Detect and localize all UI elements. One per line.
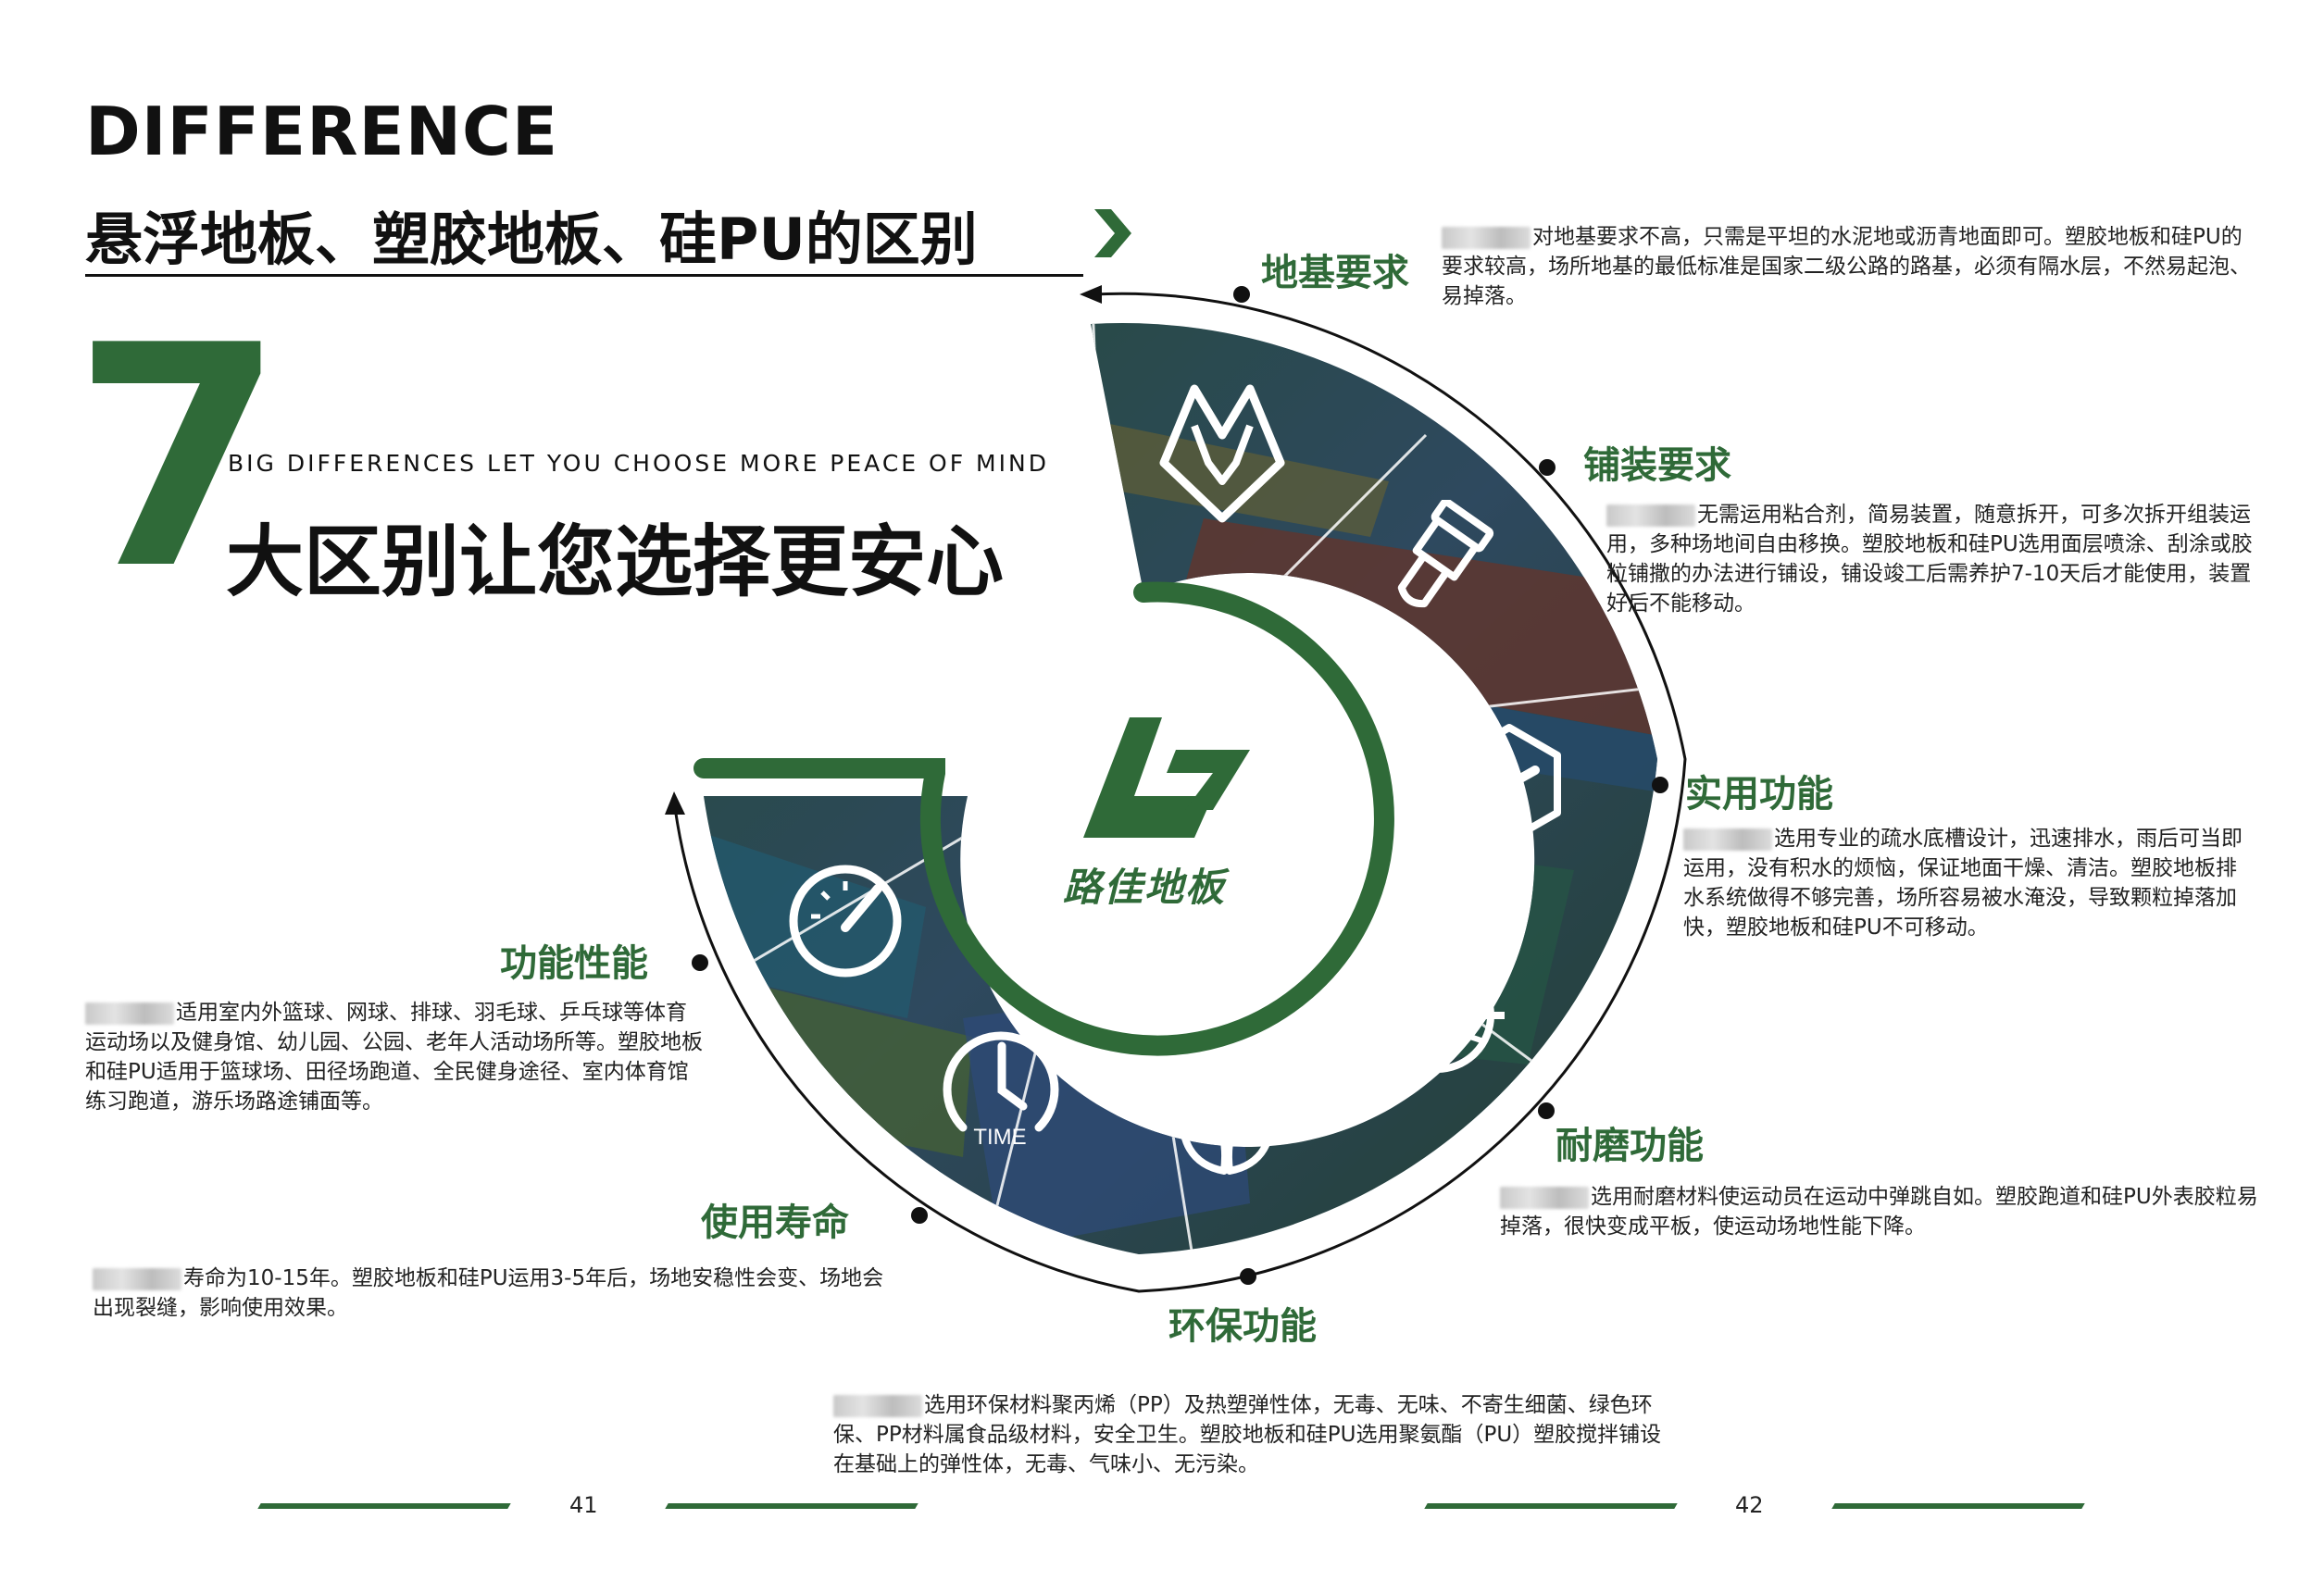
footer-bar [1424, 1503, 1678, 1509]
clock-time-label: TIME [973, 1125, 1026, 1150]
heading-eco: 环保功能 [1168, 1305, 1317, 1348]
heading-paving: 铺装要求 [1583, 444, 1731, 487]
slogan-chinese: 大区别让您选择更安心 [226, 517, 1005, 607]
hexagon-y-icon [1457, 724, 1561, 844]
blurred-brand [833, 1394, 922, 1417]
desc-wear: 选用耐磨材料使运动员在运动中弹跳自如。塑胶跑道和硅PU外表胶粒易掉落，很快变成平… [1500, 1185, 2258, 1239]
big-number-seven: 7 [72, 280, 285, 636]
desc-eco: 选用环保材料聚丙烯（PP）及热塑弹性体，无毒、无味、不寄生细菌、绿色环保、PP材… [833, 1393, 1662, 1476]
desc-life: 寿命为10-15年。塑胶地板和硅PU运用3-5年后，场地安稳性会变、场地会出现裂… [93, 1266, 884, 1320]
desc-practical: 选用专业的疏水底槽设计，迅速排水，雨后可当即运用，没有积水的烦恼，保证地面干燥、… [1683, 827, 2243, 940]
page-number-left: 41 [569, 1492, 598, 1518]
desc-paving: 无需运用粘合剂，简易装置，随意拆开，可多次拆开组装运用，多种场地间自由移换。塑胶… [1606, 503, 2253, 616]
ball-icon [1370, 958, 1505, 1073]
blurred-brand [93, 1267, 181, 1290]
footer-bar [665, 1503, 918, 1509]
blurred-brand [85, 1002, 174, 1025]
leaf-icon [1179, 1098, 1275, 1175]
heading-practical: 实用功能 [1685, 773, 1833, 816]
brand-logo-icon [1083, 717, 1250, 838]
gauge-icon [789, 865, 902, 978]
heading-function: 功能性能 [500, 942, 648, 985]
heading-wear: 耐磨功能 [1556, 1125, 1704, 1167]
blurred-brand [1683, 828, 1772, 851]
title-english: DIFFERENCE [85, 93, 559, 170]
mountain-icon [1159, 384, 1285, 523]
footer-bar [257, 1503, 511, 1509]
brand-logo-text: 路佳地板 [1063, 865, 1227, 910]
chevron-right-icon [1094, 209, 1131, 257]
desc-foundation: 对地基要求不高，只需是平坦的水泥地或沥青地面即可。塑胶地板和硅PU的要求较高，场… [1442, 225, 2251, 308]
title-chinese: 悬浮地板、塑胶地板、硅PU的区别 [85, 205, 978, 273]
blurred-brand [1442, 226, 1531, 249]
blurred-brand [1500, 1186, 1589, 1209]
blurred-brand [1606, 504, 1695, 527]
page-number-right: 42 [1735, 1492, 1764, 1518]
slogan-english: BIG DIFFERENCES LET YOU CHOOSE MORE PEAC… [228, 450, 1049, 477]
clock-icon: TIME [943, 1031, 1059, 1150]
title-underline [85, 274, 1083, 277]
heading-foundation: 地基要求 [1261, 252, 1409, 294]
heading-life: 使用寿命 [701, 1202, 849, 1244]
brush-icon [1397, 500, 1494, 608]
desc-function: 适用室内外篮球、网球、排球、羽毛球、乒乓球等体育运动场以及健身馆、幼儿园、公园、… [85, 1001, 703, 1114]
footer-bar [1831, 1503, 2085, 1509]
